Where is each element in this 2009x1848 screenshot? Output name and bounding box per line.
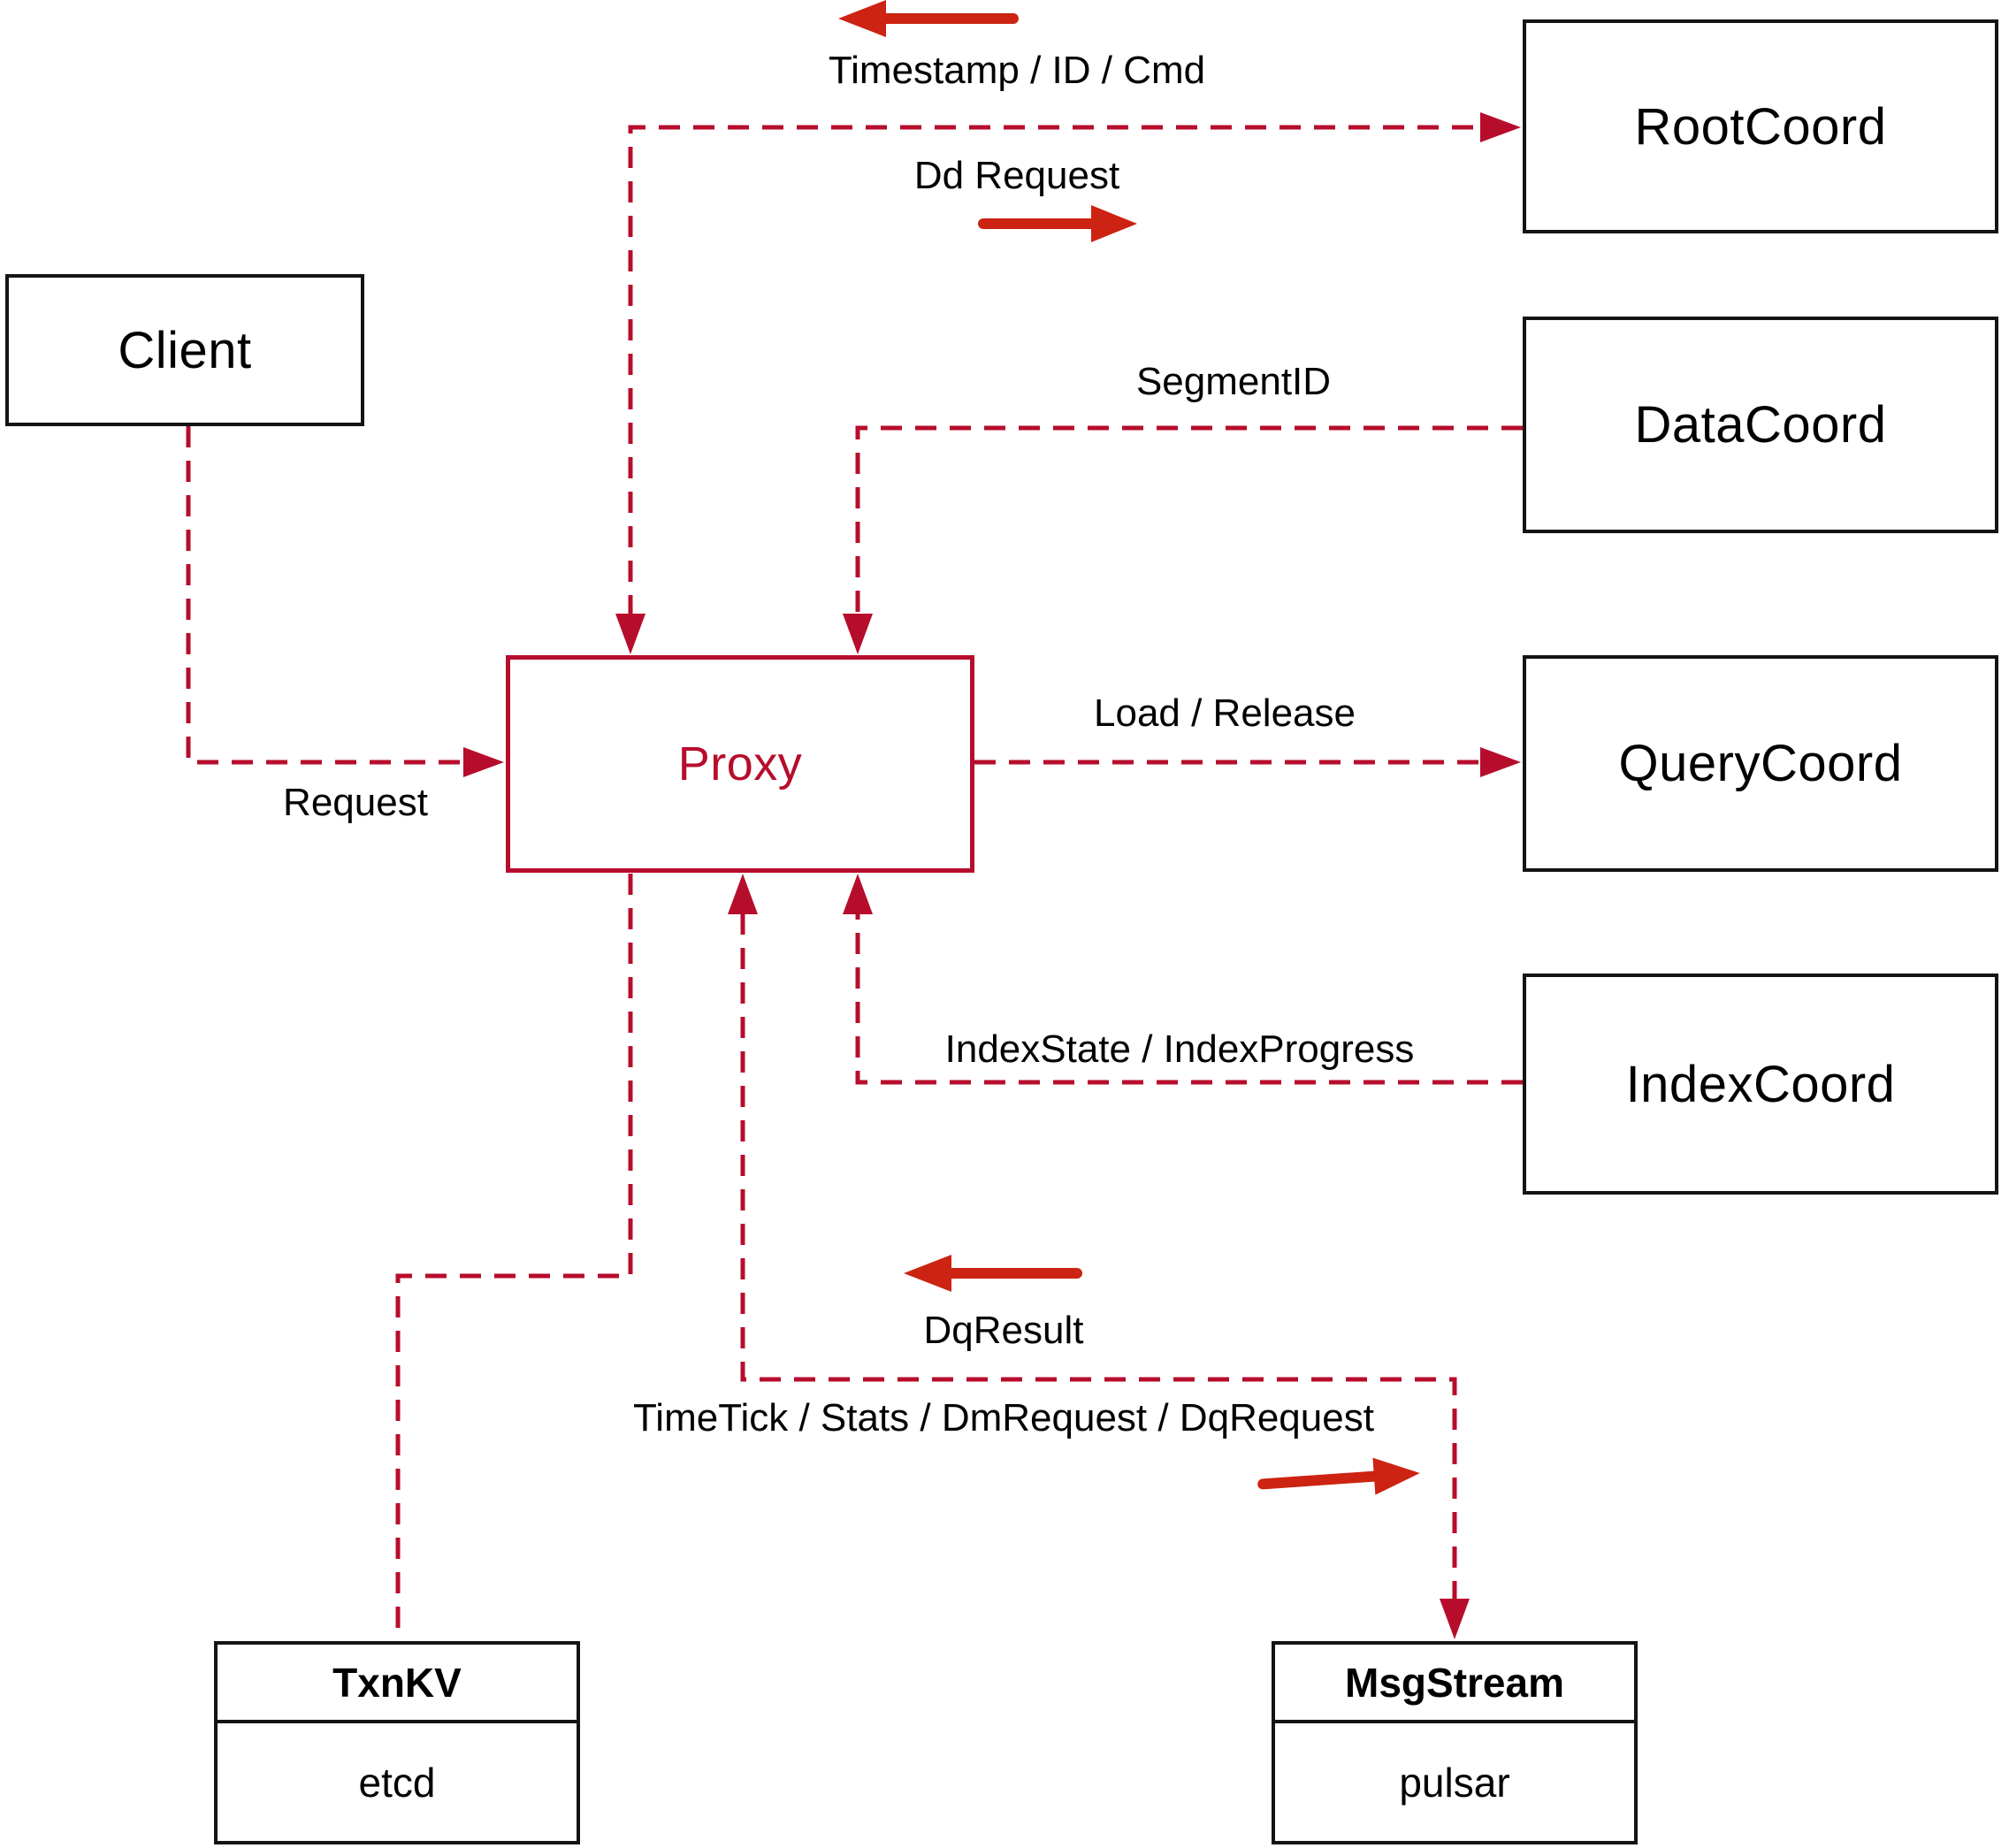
edge-datacoord-proxy — [855, 425, 1523, 616]
txnkv-title: TxnKV — [218, 1645, 577, 1723]
arrowhead-right-into-proxy-icon — [463, 747, 504, 777]
node-msgstream: MsgStream pulsar — [1272, 1641, 1638, 1844]
rootcoord-label: RootCoord — [1634, 97, 1887, 156]
node-rootcoord: RootCoord — [1523, 19, 1998, 233]
edge-label-dq-result: DqResult — [923, 1309, 1084, 1352]
indexcoord-label: IndexCoord — [1625, 1055, 1896, 1113]
proxy-label: Proxy — [677, 737, 803, 790]
edge-proxy-rootcoord — [628, 125, 1480, 616]
arrowhead-up-into-proxy-right-icon — [843, 874, 873, 914]
edge-proxy-txnkv — [395, 874, 633, 1639]
node-datacoord: DataCoord — [1523, 317, 1998, 533]
msgstream-impl: pulsar — [1399, 1759, 1510, 1806]
datacoord-label: DataCoord — [1634, 396, 1887, 454]
edge-label-dd-request: Dd Request — [913, 154, 1120, 197]
edge-client-proxy — [186, 426, 463, 765]
direction-arrow-left-timestamp-icon — [838, 0, 1019, 37]
arrowhead-up-into-proxy-bottom-icon — [728, 874, 758, 914]
direction-arrow-right-timetick-icon — [1257, 1457, 1420, 1495]
edge-label-index-state: IndexState / IndexProgress — [944, 1027, 1415, 1071]
arrowhead-down-into-proxy-right-icon — [843, 614, 873, 654]
arrowhead-down-into-msgstream-icon — [1440, 1599, 1470, 1639]
edge-indexcoord-proxy — [855, 913, 1523, 1085]
arrowhead-down-into-proxy-left-icon — [615, 614, 645, 654]
edge-label-request: Request — [283, 781, 428, 824]
edge-label-time-tick: TimeTick / Stats / DmRequest / DqRequest — [633, 1396, 1374, 1439]
direction-arrow-right-dd-request-icon — [978, 205, 1137, 242]
direction-arrow-left-dqresult-icon — [904, 1255, 1082, 1292]
node-proxy: Proxy — [506, 655, 974, 873]
client-label: Client — [118, 321, 252, 379]
msgstream-title: MsgStream — [1275, 1645, 1634, 1723]
node-querycoord: QueryCoord — [1523, 655, 1998, 872]
txnkv-impl: etcd — [358, 1759, 436, 1806]
arrowhead-right-into-querycoord-icon — [1480, 747, 1521, 777]
edge-proxy-msgstream — [740, 913, 1457, 1602]
node-client: Client — [5, 274, 364, 426]
querycoord-label: QueryCoord — [1618, 735, 1903, 792]
edge-label-load-release: Load / Release — [1094, 691, 1356, 735]
edge-label-timestamp-id-cmd: Timestamp / ID / Cmd — [828, 49, 1206, 92]
node-indexcoord: IndexCoord — [1523, 974, 1998, 1195]
edge-label-segment-id: SegmentID — [1135, 360, 1332, 403]
arrowhead-right-into-rootcoord-icon — [1480, 112, 1521, 142]
node-txnkv: TxnKV etcd — [214, 1641, 580, 1844]
